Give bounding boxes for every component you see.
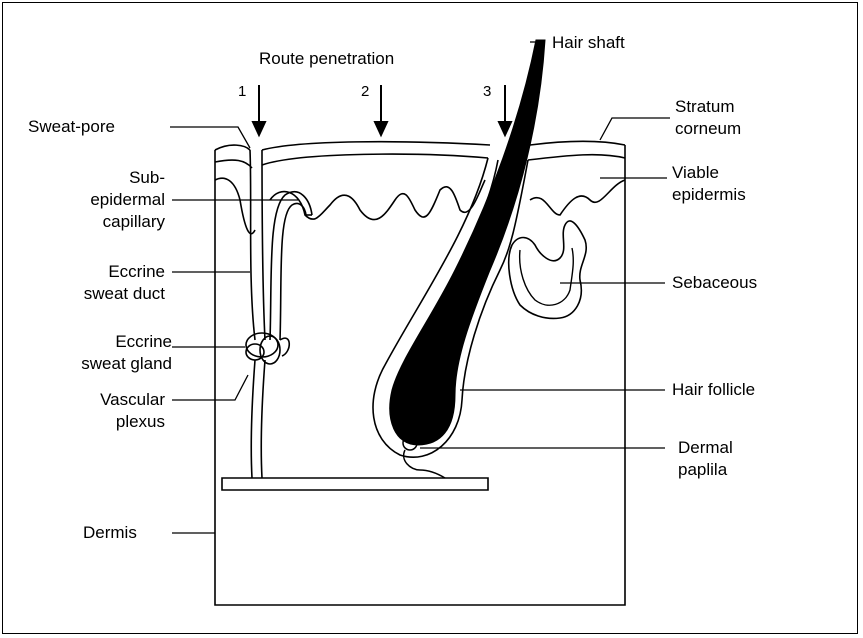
epidermis-border [215, 178, 625, 234]
eccrine-sweat-duct [250, 150, 265, 478]
vascular-plexus [222, 478, 488, 490]
label-dermis: Dermis [83, 523, 137, 542]
route-arrows [253, 85, 511, 135]
label-eccrine-duct-2: sweat duct [84, 284, 166, 303]
label-eccrine-duct-1: Eccrine [108, 262, 165, 281]
route-penetration-title: Route penetration [259, 49, 394, 68]
label-hair-shaft: Hair shaft [552, 33, 625, 52]
label-sweat-pore: Sweat-pore [28, 117, 115, 136]
eccrine-sweat-gland [246, 333, 289, 364]
leader-lines [170, 42, 670, 533]
label-viable-2: epidermis [672, 185, 746, 204]
label-viable-1: Viable [672, 163, 719, 182]
label-sub-epidermal-2: epidermal [90, 190, 165, 209]
label-sebaceous: Sebaceous [672, 273, 757, 292]
route-number-2: 2 [361, 83, 369, 100]
label-vascular-2: plexus [116, 412, 165, 431]
label-stratum-1: Stratum [675, 97, 735, 116]
hair-shaft [390, 40, 545, 445]
route-number-3: 3 [483, 83, 491, 100]
label-vascular-1: Vascular [100, 390, 165, 409]
label-eccrine-gland-2: sweat gland [81, 354, 172, 373]
label-hair-follicle: Hair follicle [672, 380, 755, 399]
label-sub-epidermal-1: Sub- [129, 168, 165, 187]
label-eccrine-gland-1: Eccrine [115, 332, 172, 351]
label-stratum-2: corneum [675, 119, 741, 138]
sub-epidermal-capillary [270, 192, 312, 340]
label-sub-epidermal-3: capillary [103, 212, 166, 231]
label-dermal-1: Dermal [678, 438, 733, 457]
label-dermal-2: paplila [678, 460, 728, 479]
route-number-1: 1 [238, 83, 246, 100]
